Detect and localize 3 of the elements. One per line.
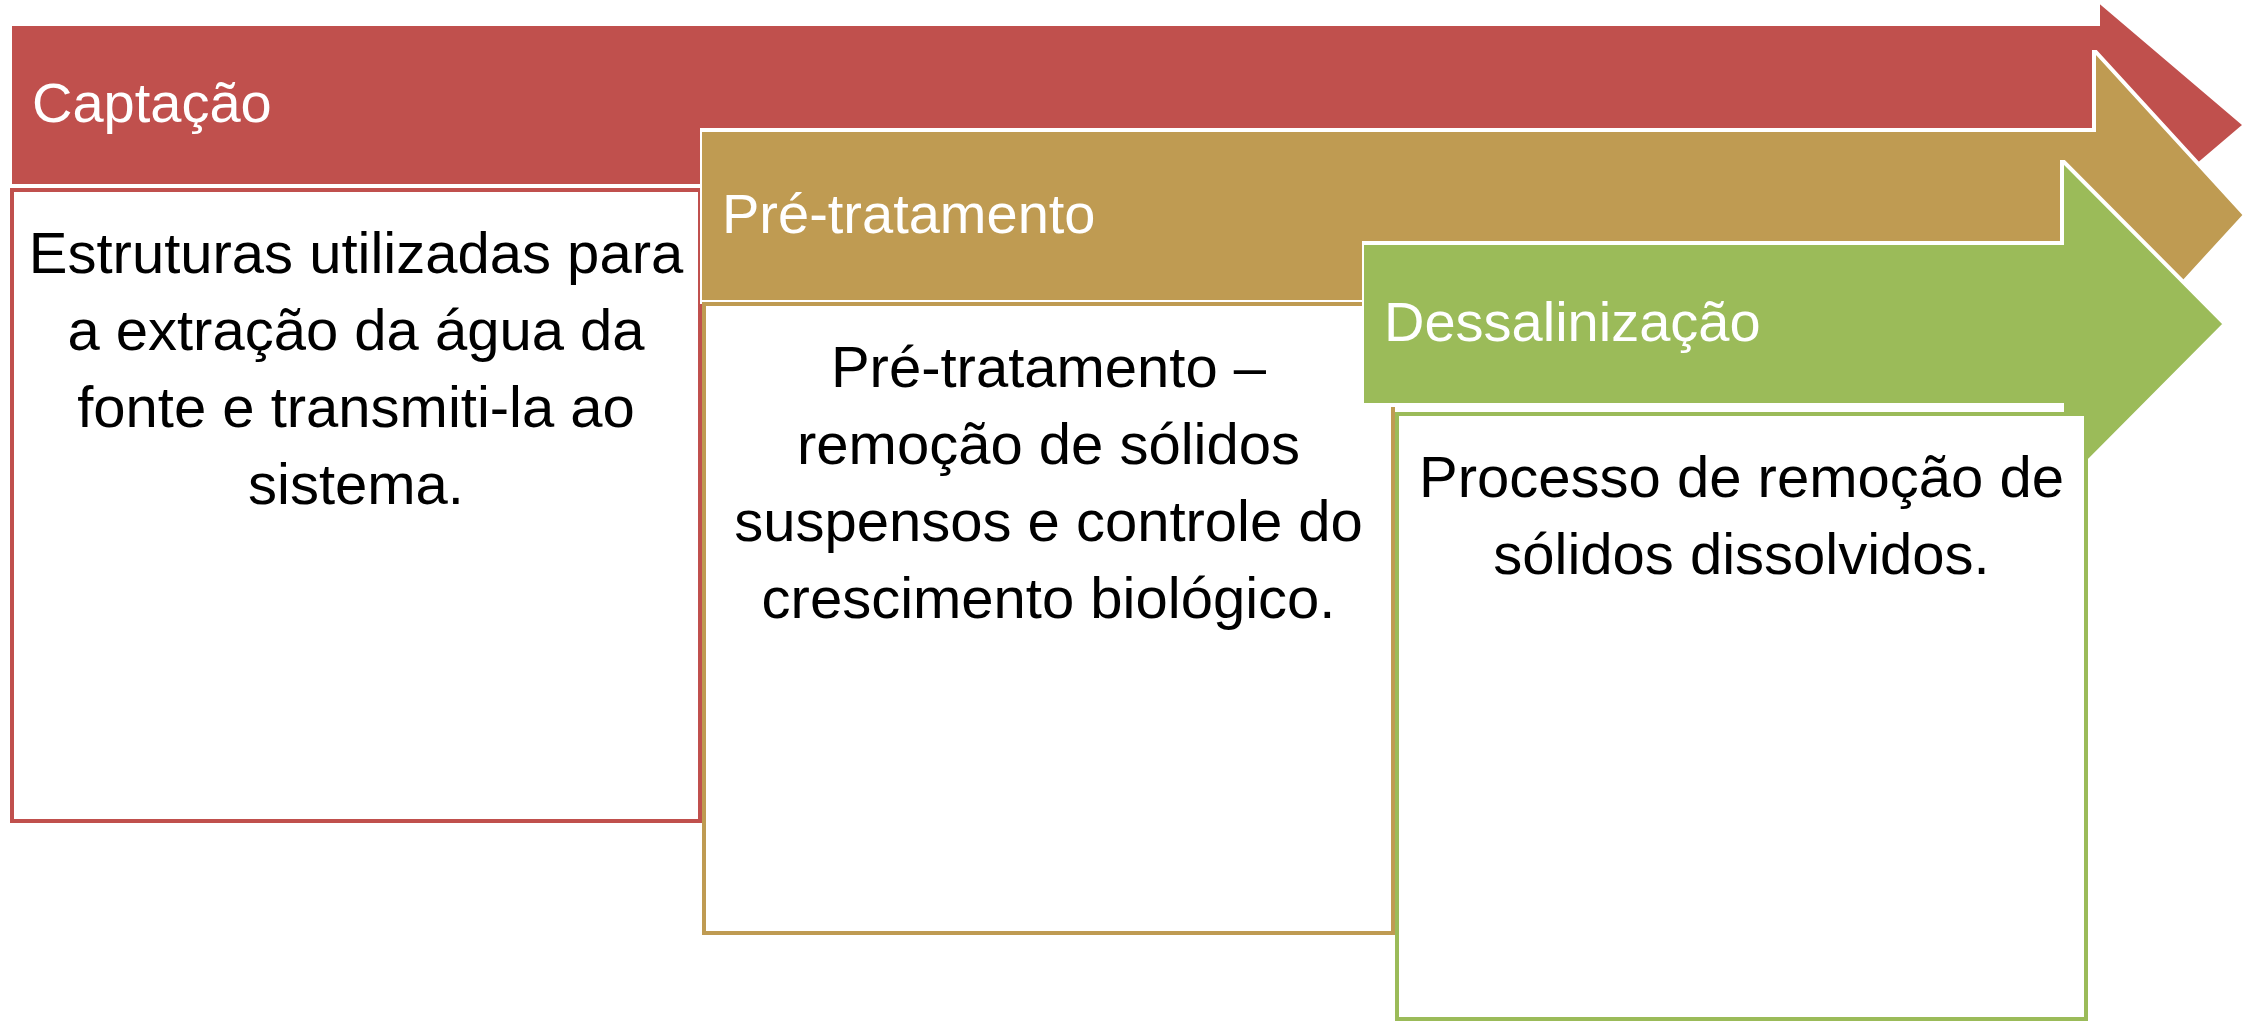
stage-title: Pré-tratamento xyxy=(722,186,1096,242)
description-card: Processo de remoção de sólidos dissolvidos. xyxy=(1395,412,2088,1021)
description-card: Estruturas utilizadas para a extração da água da fonte e transmiti-la ao sistema. xyxy=(10,188,702,823)
